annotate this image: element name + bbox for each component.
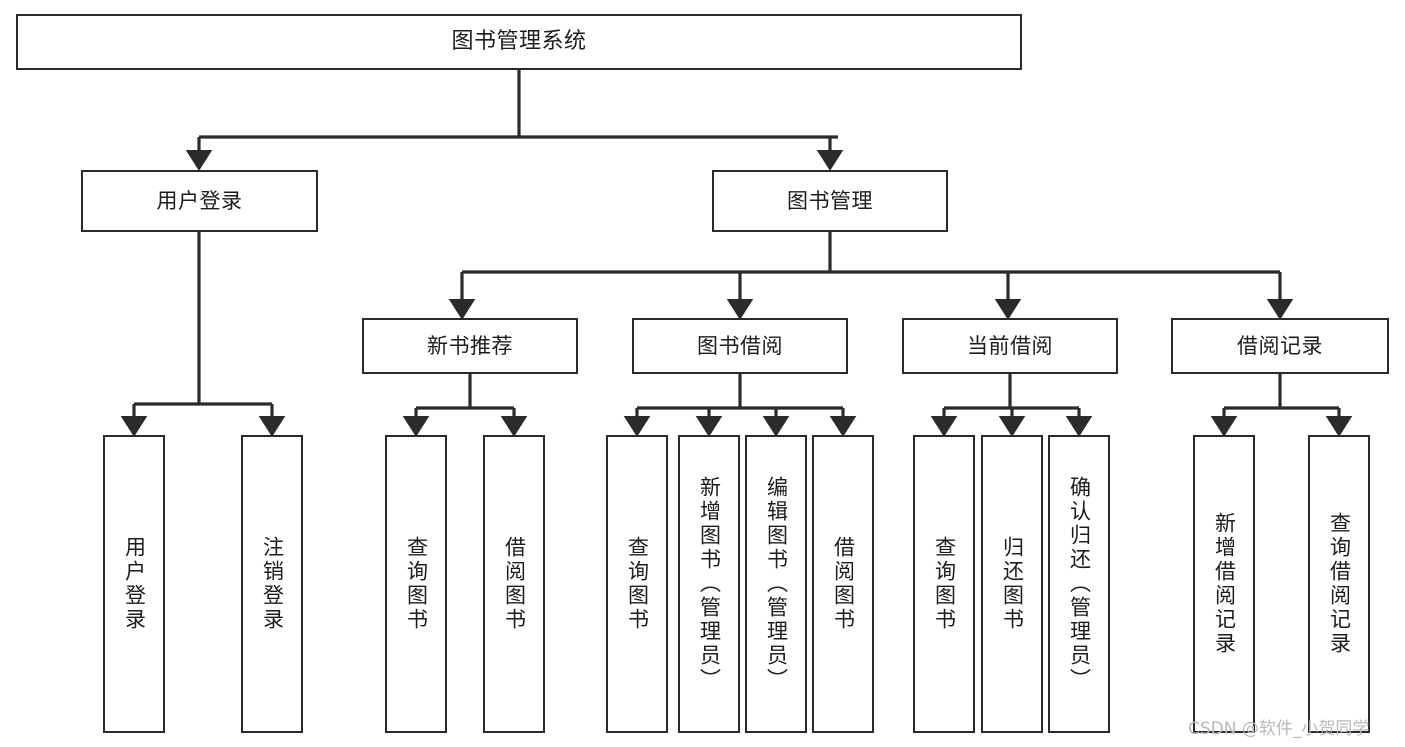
node-borrow-record[interactable]: 借阅记录 bbox=[1171, 318, 1389, 374]
node-book-borrow-label: 图书借阅 bbox=[697, 333, 783, 358]
leaf-edit-book-admin[interactable]: 编辑图书（管理员） bbox=[745, 435, 807, 733]
leaf-add-book-admin[interactable]: 新增图书（管理员） bbox=[678, 435, 740, 733]
leaf-query-book-current-label: 查询图书 bbox=[932, 536, 957, 632]
leaf-user-login[interactable]: 用户登录 bbox=[103, 435, 165, 733]
csdn-watermark: CSDN @软件_小贺同学 bbox=[1188, 719, 1370, 739]
node-user-login-label: 用户登录 bbox=[156, 188, 243, 213]
leaf-user-login-label: 用户登录 bbox=[122, 536, 147, 632]
leaf-confirm-return-admin-label: 确认归还（管理员） bbox=[1067, 476, 1092, 692]
node-root[interactable]: 图书管理系统 bbox=[16, 14, 1022, 70]
node-book-borrow[interactable]: 图书借阅 bbox=[632, 318, 848, 374]
leaf-borrow-book-label: 借阅图书 bbox=[831, 536, 856, 632]
node-current-borrow-label: 当前借阅 bbox=[967, 333, 1053, 358]
leaf-confirm-return-admin[interactable]: 确认归还（管理员） bbox=[1048, 435, 1110, 733]
leaf-query-book-borrow[interactable]: 查询图书 bbox=[606, 435, 668, 733]
leaf-query-book-current[interactable]: 查询图书 bbox=[913, 435, 975, 733]
node-new-book-recommend[interactable]: 新书推荐 bbox=[362, 318, 578, 374]
node-current-borrow[interactable]: 当前借阅 bbox=[902, 318, 1118, 374]
leaf-logout-login-label: 注销登录 bbox=[260, 536, 285, 632]
node-book-manage[interactable]: 图书管理 bbox=[712, 170, 948, 232]
leaf-add-book-admin-label: 新增图书（管理员） bbox=[697, 476, 722, 692]
leaf-edit-book-admin-label: 编辑图书（管理员） bbox=[764, 476, 789, 692]
leaf-query-borrow-record-label: 查询借阅记录 bbox=[1327, 512, 1352, 656]
node-user-login[interactable]: 用户登录 bbox=[81, 170, 318, 232]
node-borrow-record-label: 借阅记录 bbox=[1237, 333, 1323, 358]
leaf-query-book-recommend[interactable]: 查询图书 bbox=[385, 435, 447, 733]
leaf-borrow-book[interactable]: 借阅图书 bbox=[812, 435, 874, 733]
leaf-query-book-borrow-label: 查询图书 bbox=[625, 536, 650, 632]
leaf-borrow-book-recommend[interactable]: 借阅图书 bbox=[483, 435, 545, 733]
node-root-label: 图书管理系统 bbox=[451, 29, 587, 54]
leaf-add-borrow-record-label: 新增借阅记录 bbox=[1212, 512, 1237, 656]
leaf-borrow-book-recommend-label: 借阅图书 bbox=[502, 536, 527, 632]
node-book-manage-label: 图书管理 bbox=[787, 188, 873, 213]
leaf-logout-login[interactable]: 注销登录 bbox=[241, 435, 303, 733]
node-new-book-recommend-label: 新书推荐 bbox=[427, 333, 513, 358]
leaf-query-borrow-record[interactable]: 查询借阅记录 bbox=[1308, 435, 1370, 733]
leaf-add-borrow-record[interactable]: 新增借阅记录 bbox=[1193, 435, 1255, 733]
leaf-return-book-label: 归还图书 bbox=[1000, 536, 1025, 632]
leaf-query-book-recommend-label: 查询图书 bbox=[404, 536, 429, 632]
leaf-return-book[interactable]: 归还图书 bbox=[981, 435, 1043, 733]
